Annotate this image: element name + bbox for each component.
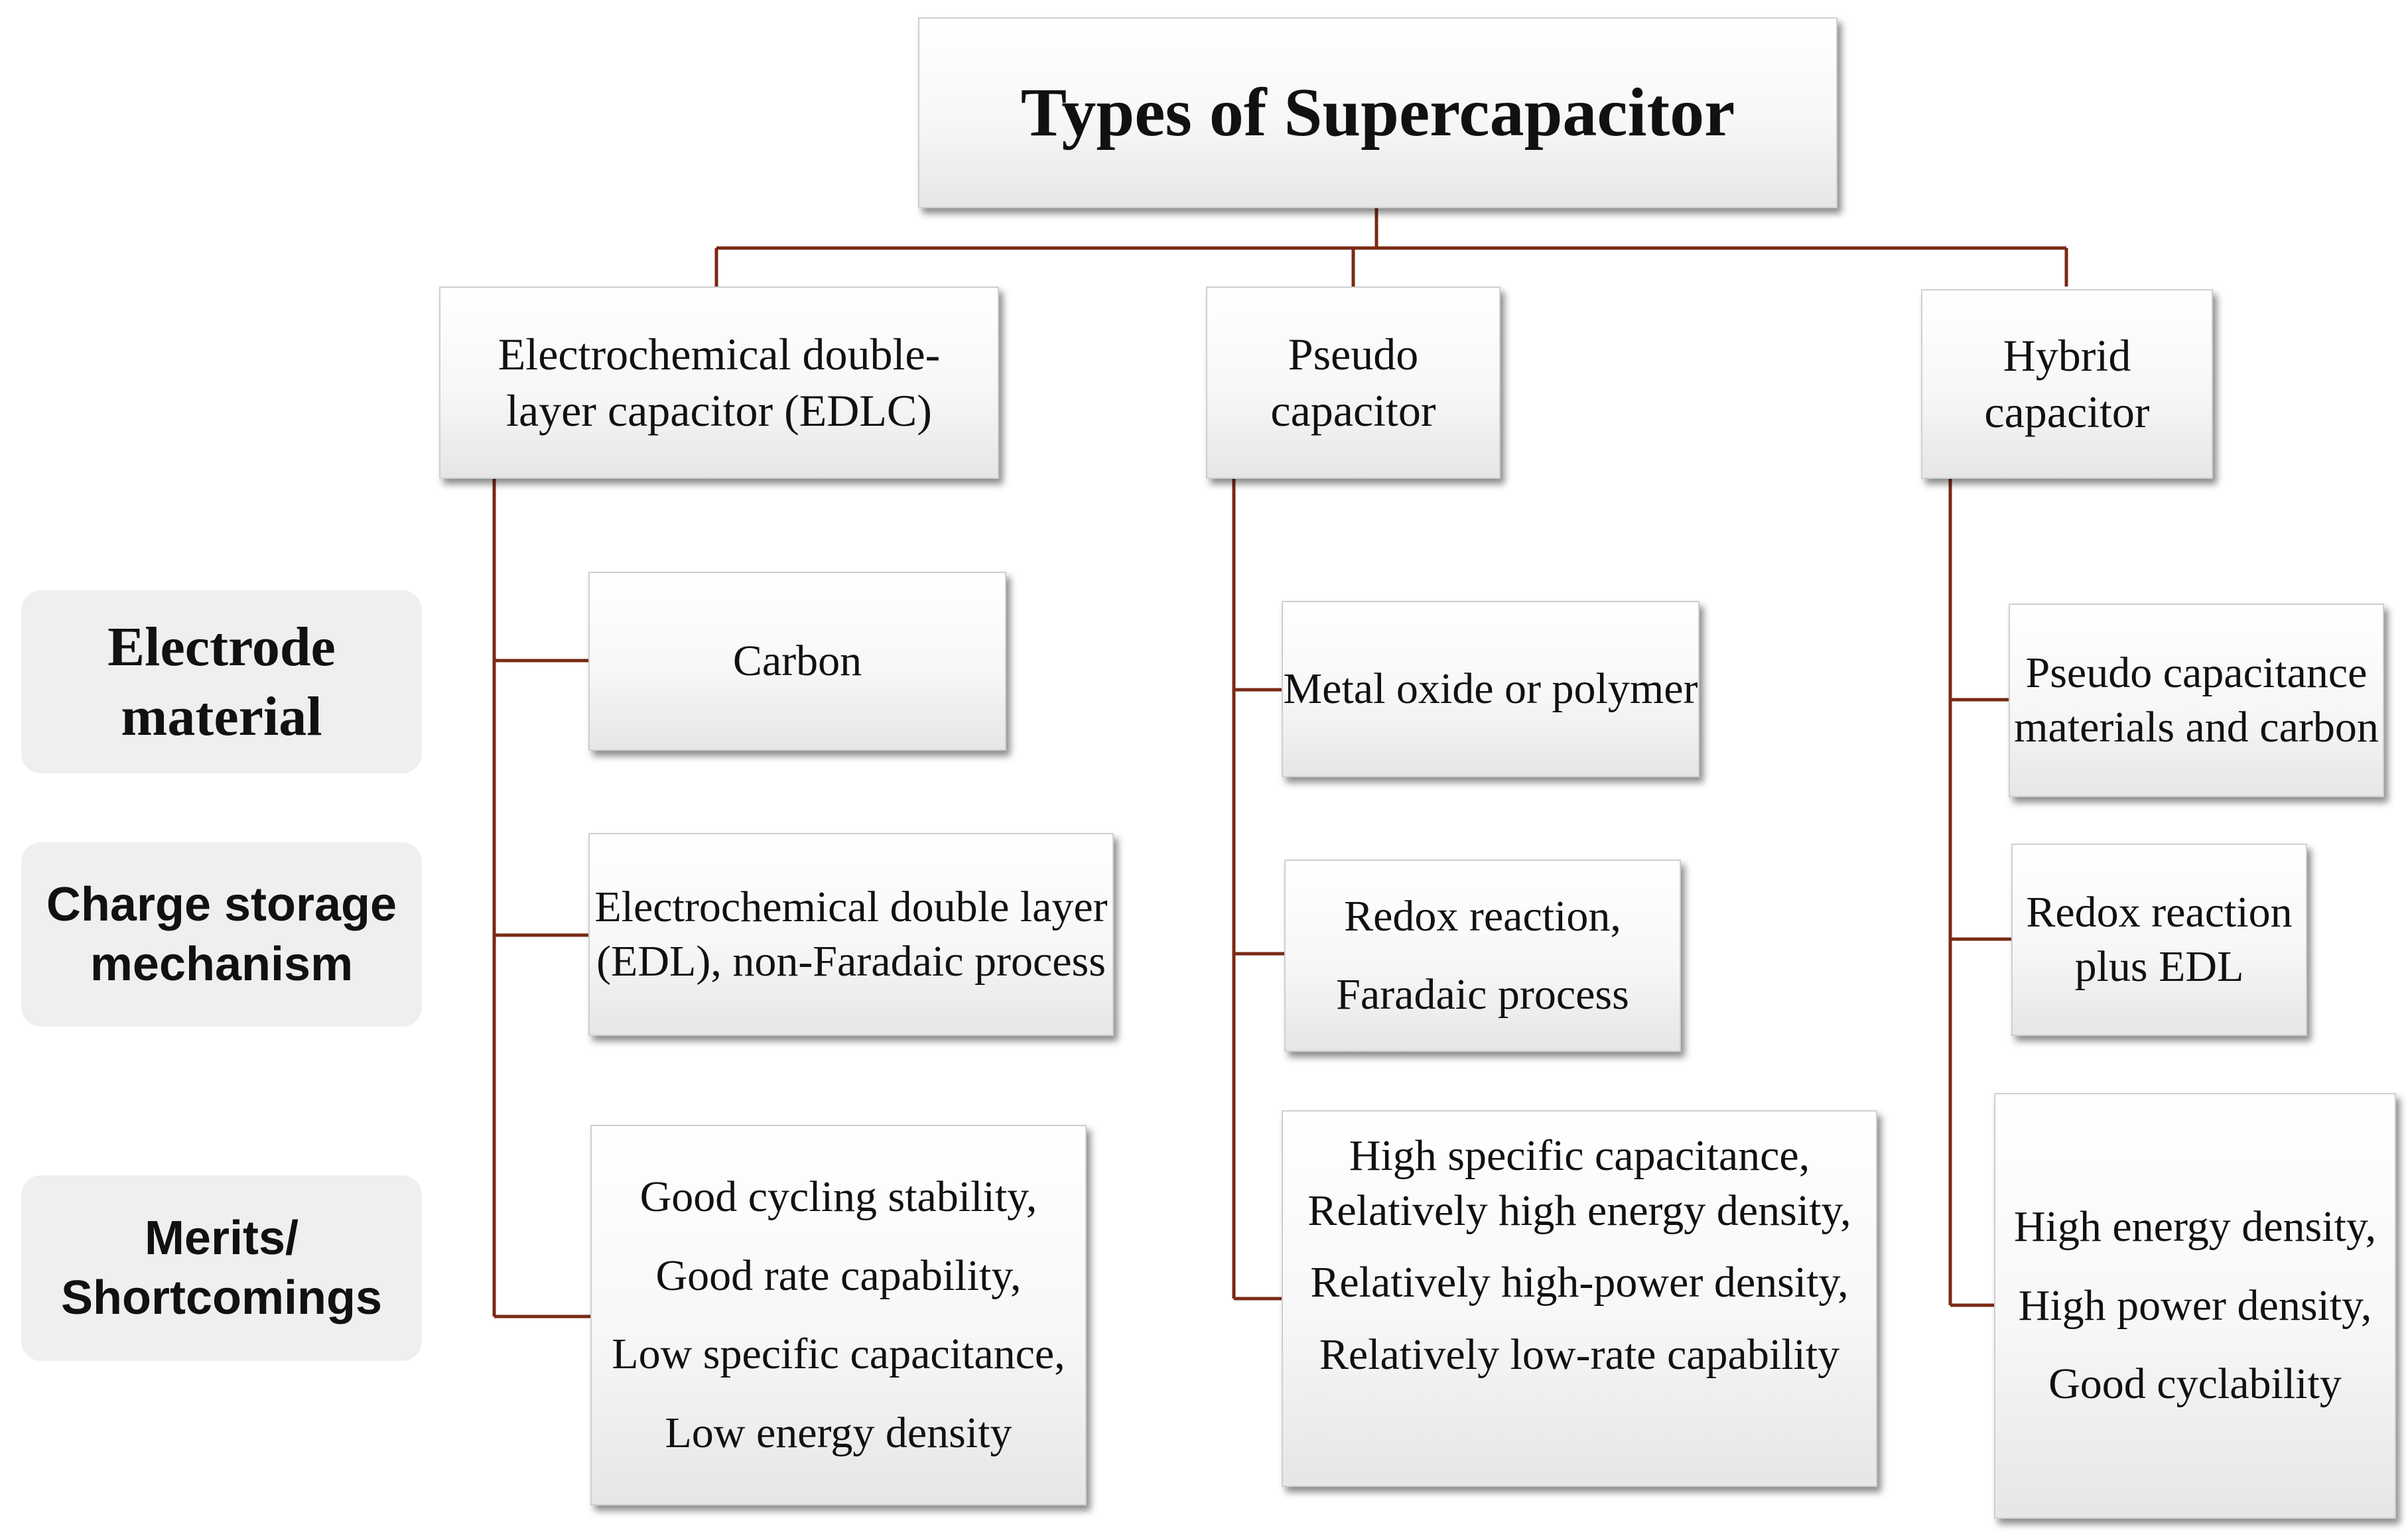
root-connector	[714, 208, 2068, 287]
category-label-merits-shortcomings: Merits/ Shortcomings	[21, 1175, 422, 1361]
hybrid-merits-box: High energy density, High power density,…	[1994, 1093, 2396, 1519]
edlc-mechanism-box: Electrochemical double layer (EDL), non-…	[588, 833, 1114, 1036]
hybrid-connector	[1948, 479, 2011, 1307]
pseudo-merits-box: High specific capacitance, Relatively hi…	[1282, 1110, 1877, 1487]
pseudo-connector	[1232, 479, 1284, 1301]
pseudo-electrode-box: Metal oxide or polymer	[1282, 601, 1700, 777]
category-label-charge-storage-mechanism: Charge storage mechanism	[21, 842, 422, 1027]
edlc-connector	[492, 479, 590, 1318]
diagram-title: Types of Supercapacitor	[1020, 74, 1735, 151]
root-title-box: Types of Supercapacitor	[918, 17, 1838, 208]
edlc-electrode-box: Carbon	[588, 572, 1006, 751]
category-label-electrode-material: Electrode material	[21, 590, 422, 773]
type-box-pseudo: Pseudo capacitor	[1206, 287, 1501, 479]
edlc-merits-box: Good cycling stability, Good rate capabi…	[590, 1125, 1087, 1506]
type-label-edlc: Electrochemical double-layer capacitor (…	[498, 329, 941, 436]
type-label-pseudo: Pseudo capacitor	[1270, 329, 1436, 436]
type-label-hybrid: Hybrid capacitor	[1984, 330, 2150, 437]
hybrid-mechanism-box: Redox reaction plus EDL	[2011, 844, 2307, 1036]
hybrid-electrode-box: Pseudo capacitance materials and carbon	[2009, 604, 2384, 797]
pseudo-mechanism-box: Redox reaction, Faradaic process	[1284, 860, 1681, 1052]
type-box-edlc: Electrochemical double-layer capacitor (…	[439, 287, 999, 479]
type-box-hybrid: Hybrid capacitor	[1921, 289, 2213, 479]
